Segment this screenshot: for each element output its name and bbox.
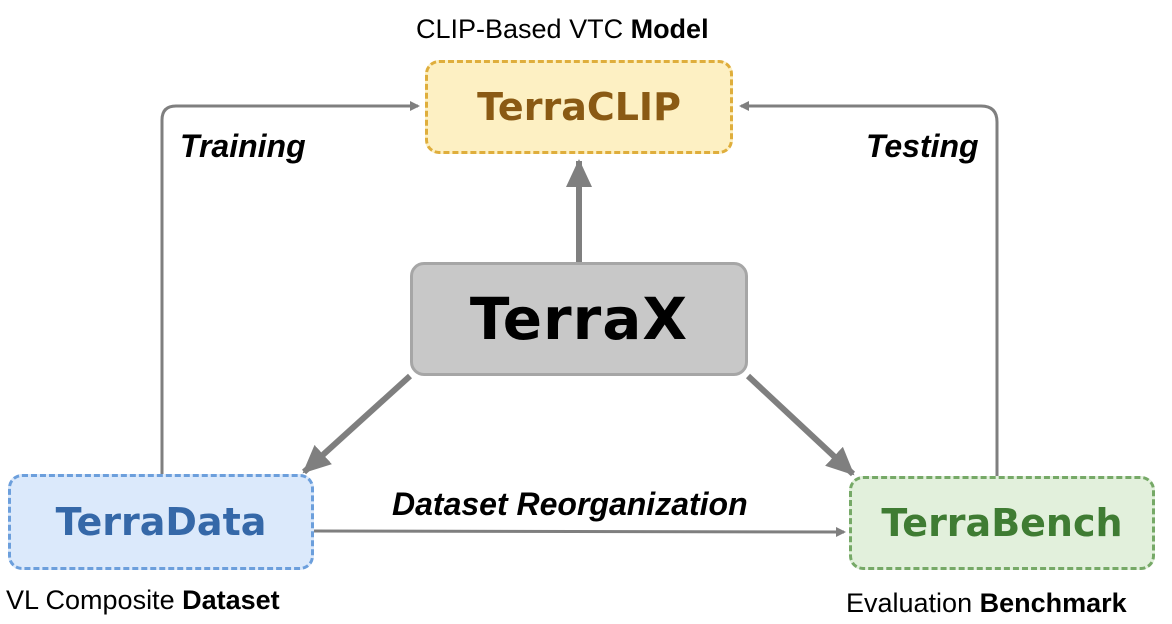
dataset-caption-bold: Dataset — [182, 585, 280, 615]
model-caption: CLIP-Based VTC Model — [416, 14, 709, 45]
model-caption-prefix: CLIP-Based VTC — [416, 14, 631, 44]
benchmark-caption: Evaluation Benchmark — [846, 588, 1127, 619]
arrow-reorganization — [313, 526, 846, 537]
terradata-node: TerraData — [8, 474, 314, 570]
benchmark-caption-bold: Benchmark — [979, 588, 1127, 618]
terrax-label: TerraX — [469, 285, 689, 353]
terrax-node: TerraX — [410, 262, 748, 376]
reorganization-label: Dataset Reorganization — [392, 486, 748, 522]
arrow-terrax-to-terrabench — [745, 373, 856, 477]
testing-label: Testing — [866, 128, 979, 164]
arrow-training — [160, 101, 420, 474]
dataset-caption-prefix: VL Composite — [6, 585, 183, 615]
terraclip-label: TerraCLIP — [477, 85, 681, 129]
terradata-label: TerraData — [55, 500, 267, 544]
arrow-terrax-to-terradata — [301, 373, 413, 475]
model-caption-bold: Model — [630, 14, 709, 44]
terraclip-node: TerraCLIP — [425, 60, 733, 154]
arrow-testing — [739, 101, 999, 476]
terrabench-label: TerraBench — [881, 501, 1123, 545]
dataset-caption: VL Composite Dataset — [6, 585, 280, 616]
benchmark-caption-prefix: Evaluation — [846, 588, 980, 618]
terrabench-node: TerraBench — [849, 476, 1155, 570]
training-label: Training — [180, 128, 306, 164]
